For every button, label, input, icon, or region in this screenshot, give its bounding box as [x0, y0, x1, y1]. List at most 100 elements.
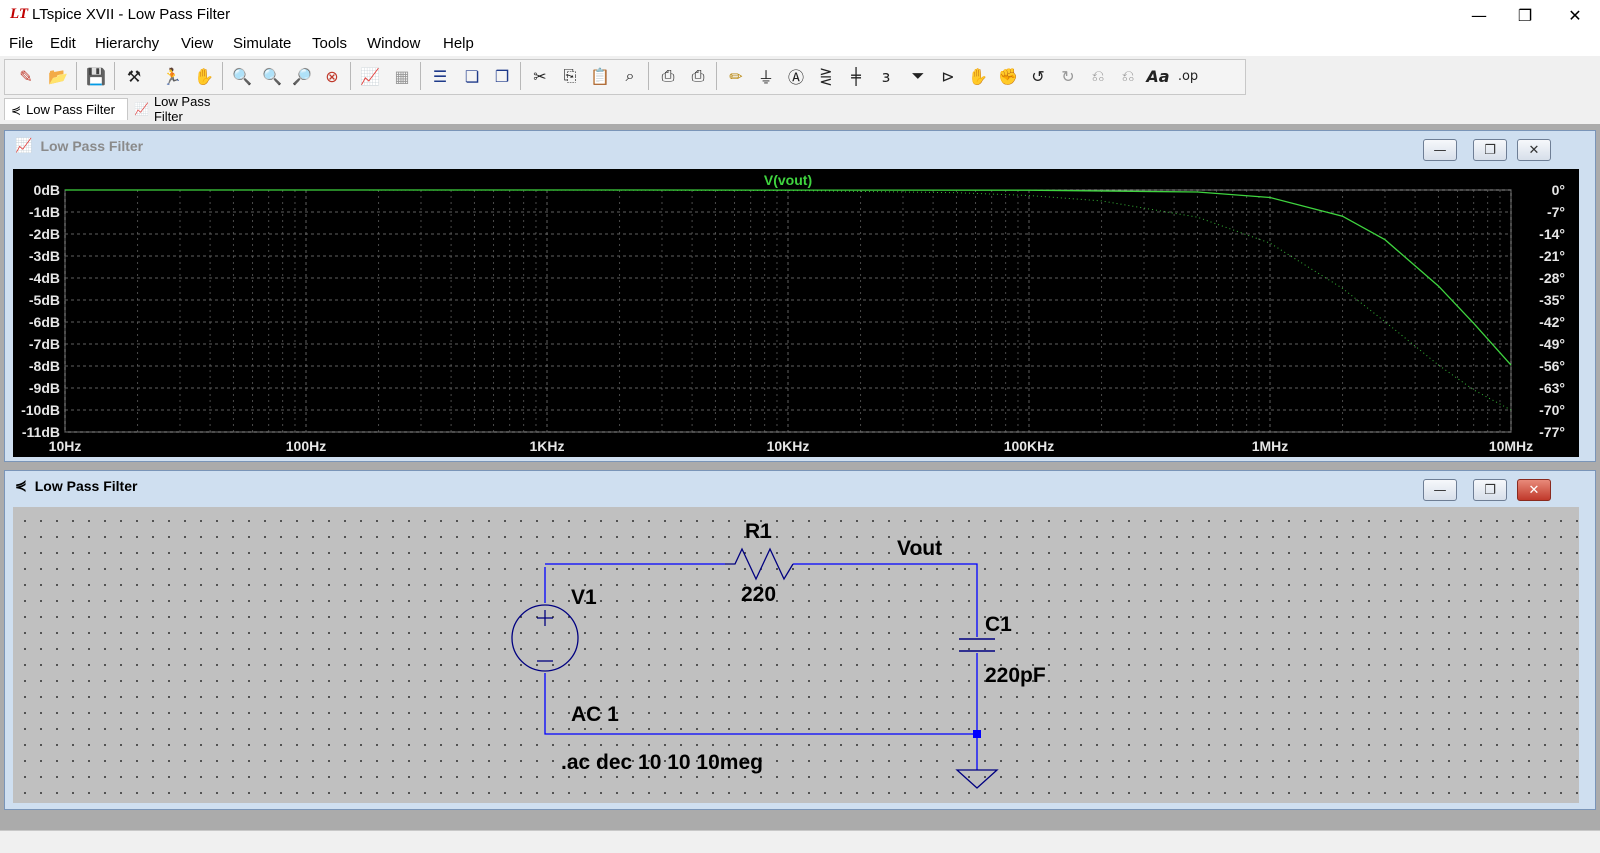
y-right-tick-label: -63°: [1539, 380, 1565, 396]
menu-view[interactable]: View: [181, 35, 214, 52]
schematic-drawing[interactable]: V1 AC 1 R1 220 C1 220pF Vout .ac dec 10 …: [13, 507, 1579, 803]
run-icon[interactable]: 🏃: [162, 66, 182, 86]
save-icon[interactable]: 💾: [86, 66, 106, 86]
zoom-out-icon[interactable]: 🔎: [292, 66, 312, 86]
y-left-tick-label: -2dB: [29, 226, 60, 242]
capacitor-icon[interactable]: ╪: [851, 66, 861, 86]
x-tick-label: 1MHz: [1252, 438, 1289, 454]
plot-minimize-button[interactable]: —: [1423, 139, 1457, 161]
toolbar: ✎ 📂 💾 ⚒ 🏃 ✋ 🔍 🔍 🔎 ⊗ 📈 ▦ ☰ ❏ ❐ ✂ ⎘ 📋 ⌕ ⎙ …: [0, 56, 1600, 97]
schematic-restore-button[interactable]: ❐: [1473, 479, 1507, 501]
waveform-icon: 📈: [15, 137, 33, 153]
v1-value-label[interactable]: AC 1: [571, 703, 619, 726]
open-icon[interactable]: 📂: [48, 66, 68, 86]
menu-file[interactable]: File: [9, 35, 34, 52]
y-left-tick-label: -1dB: [29, 204, 60, 220]
y-left-tick-label: -10dB: [21, 402, 60, 418]
menu-bar: File Edit Hierarchy View Simulate Tools …: [0, 30, 1600, 56]
cascade-icon[interactable]: ❐: [494, 66, 510, 86]
c1-name-label[interactable]: C1: [985, 613, 1012, 636]
find-icon[interactable]: ⌕: [625, 66, 635, 85]
y-left-tick-label: -5dB: [29, 292, 60, 308]
label-net-icon[interactable]: Ⓐ: [787, 68, 804, 87]
inductor-icon[interactable]: ɜ: [881, 66, 891, 86]
y-left-tick-label: -9dB: [29, 380, 60, 396]
redo-icon[interactable]: ↻: [1061, 66, 1075, 86]
menu-simulate[interactable]: Simulate: [233, 35, 292, 52]
autorange-icon[interactable]: 📈: [360, 66, 380, 86]
x-tick-label: 100Hz: [286, 438, 326, 454]
diode-icon[interactable]: ⏷: [911, 66, 925, 85]
schematic-minimize-button[interactable]: —: [1423, 479, 1457, 501]
y-left-tick-label: 0dB: [34, 182, 60, 198]
magnitude-trace: [65, 189, 1512, 366]
new-schematic-icon[interactable]: ✎: [19, 66, 33, 86]
undo-icon[interactable]: ↺: [1031, 66, 1045, 86]
y-right-tick-label: -77°: [1539, 424, 1565, 440]
waveform-icon: 📈: [134, 102, 149, 116]
zoom-in-icon[interactable]: 🔍: [232, 66, 252, 86]
menu-help[interactable]: Help: [443, 35, 474, 52]
pan-icon[interactable]: 🔍: [262, 66, 282, 86]
text-icon[interactable]: Aa: [1146, 66, 1170, 86]
y-left-tick-label: -11dB: [22, 424, 60, 440]
spice-directive-icon[interactable]: .op: [1177, 68, 1199, 84]
resistor-r1[interactable]: [725, 547, 794, 581]
drag-icon[interactable]: ✊: [998, 66, 1018, 86]
zoom-fit-icon[interactable]: ⊗: [325, 66, 339, 86]
menu-tools[interactable]: Tools: [312, 35, 348, 52]
schematic-icon: ⋞: [11, 102, 22, 117]
schematic-close-button[interactable]: ✕: [1517, 479, 1551, 501]
tab-schematic[interactable]: ⋞ Low Pass Filter: [4, 98, 128, 120]
close-button[interactable]: ✕: [1568, 5, 1582, 25]
r1-value-label[interactable]: 220: [741, 583, 776, 606]
print-icon[interactable]: ⎙: [661, 66, 675, 85]
halt-icon[interactable]: ✋: [194, 66, 214, 86]
plot-restore-button[interactable]: ❐: [1473, 139, 1507, 161]
tile-horizontal-icon[interactable]: ☰: [432, 66, 448, 86]
schematic-icon: ⋞: [15, 477, 27, 493]
rotate-icon[interactable]: ⎌: [1091, 66, 1105, 85]
c1-value-label[interactable]: 220pF: [985, 664, 1046, 687]
component-icon[interactable]: ⊳: [941, 66, 955, 86]
delete-trace-icon[interactable]: ▦: [394, 66, 410, 86]
voltage-source-v1[interactable]: [511, 604, 579, 672]
document-tabs: ⋞ Low Pass Filter 📈 Low Pass Filter: [0, 94, 1600, 124]
schematic-canvas[interactable]: V1 AC 1 R1 220 C1 220pF Vout .ac dec 10 …: [13, 507, 1579, 803]
toolbar-separator: [648, 62, 649, 90]
wire-icon[interactable]: ✏: [729, 66, 743, 86]
net-label-vout[interactable]: Vout: [897, 537, 942, 560]
minimize-button[interactable]: —: [1471, 5, 1487, 25]
copy-icon[interactable]: ⎘: [563, 66, 577, 85]
control-panel-icon[interactable]: ⚒: [126, 66, 142, 86]
tab-waveform[interactable]: 📈 Low Pass Filter: [128, 94, 246, 124]
plot-close-button[interactable]: ✕: [1517, 139, 1551, 161]
restore-button[interactable]: ❐: [1517, 5, 1533, 25]
tile-vertical-icon[interactable]: ❏: [464, 66, 480, 86]
wire-bottom-left[interactable]: [544, 673, 977, 735]
toolbar-separator: [716, 62, 717, 90]
wire-top-right[interactable]: [793, 563, 978, 637]
menu-hierarchy[interactable]: Hierarchy: [95, 35, 160, 52]
resistor-icon[interactable]: ⋛: [819, 66, 833, 86]
tab-label: Low Pass Filter: [26, 102, 115, 117]
y-left-tick-label: -4dB: [29, 270, 60, 286]
menu-window[interactable]: Window: [367, 35, 421, 52]
paste-icon[interactable]: 📋: [590, 66, 610, 86]
capacitor-c1[interactable]: [959, 638, 995, 652]
y-left-tick-label: -3dB: [29, 248, 60, 264]
spice-directive[interactable]: .ac dec 10 10 10meg: [561, 751, 763, 774]
cut-icon[interactable]: ✂: [533, 66, 547, 86]
trace-title: V(vout): [764, 172, 812, 188]
v1-name-label[interactable]: V1: [571, 586, 597, 609]
r1-name-label[interactable]: R1: [745, 520, 772, 543]
ground-icon[interactable]: ⏚: [757, 68, 774, 87]
move-icon[interactable]: ✋: [968, 66, 988, 86]
mirror-icon[interactable]: ⎌: [1121, 66, 1135, 85]
y-right-tick-label: -70°: [1539, 402, 1565, 418]
y-left-tick-label: -8dB: [29, 358, 60, 374]
menu-edit[interactable]: Edit: [50, 35, 76, 52]
print-preview-icon[interactable]: ⎙: [691, 66, 705, 85]
